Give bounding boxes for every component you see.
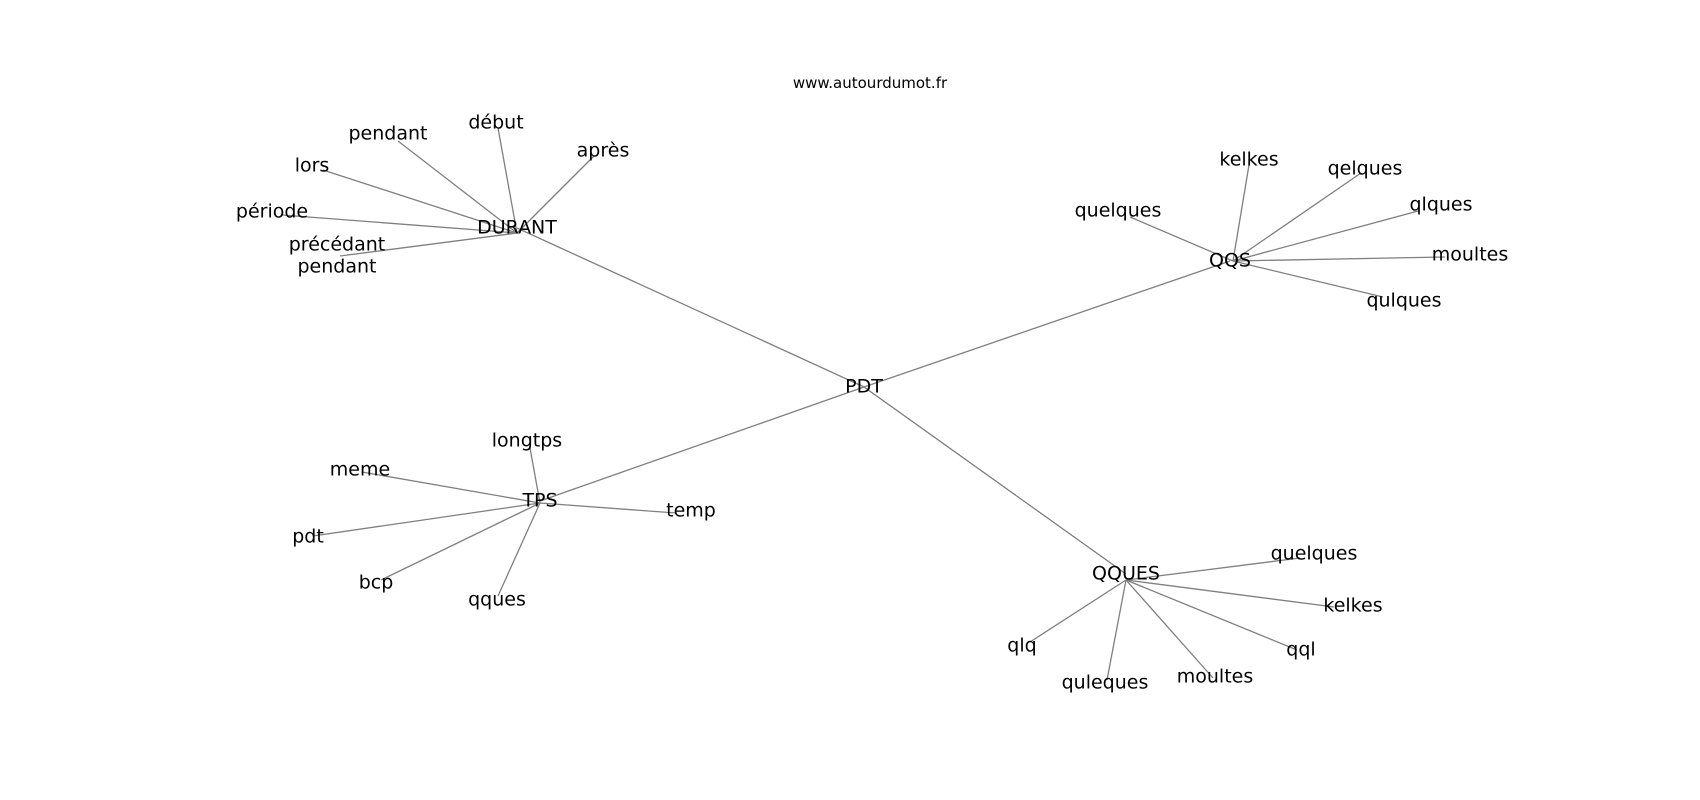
- edge-tps-tps_temp: [539, 502, 677, 514]
- edge-qques-qques_quleques: [1106, 579, 1127, 681]
- edge-qqs-qqs_quelques: [1129, 216, 1234, 262]
- node-label-qques_moultes: moultes: [1177, 666, 1254, 688]
- node-label-qqs_quelques: quelques: [1075, 200, 1162, 222]
- edge-durant-durant_lors: [322, 169, 518, 234]
- edge-qques-qques_qql: [1125, 579, 1298, 651]
- edge-tps-tps_qques: [497, 502, 541, 597]
- edge-tps-tps_bcp: [380, 502, 541, 581]
- node-label-center-pdt: PDT: [845, 376, 883, 398]
- node-label-qques_kelkes: kelkes: [1323, 595, 1382, 617]
- node-label-durant_precedant: précédant: [289, 234, 385, 256]
- node-label-qques_qlq: qlq: [1007, 635, 1036, 657]
- edge-qques-qques_quelques: [1125, 557, 1301, 581]
- node-label-durant_pendant: pendant: [349, 123, 428, 145]
- edge-durant-durant_apres: [516, 155, 595, 234]
- node-label-qqs_qlques: qlques: [1409, 194, 1472, 216]
- edge-qqs-qqs_moultes: [1232, 256, 1446, 262]
- edge-qqs-qqs_qelques: [1232, 172, 1362, 262]
- node-label-qques_qql: qql: [1286, 639, 1315, 661]
- node-label-tps_bcp: bcp: [359, 572, 394, 594]
- node-label-tps_qques: qques: [468, 589, 526, 611]
- edge-qqs-qqs_qulques: [1232, 260, 1384, 298]
- node-label-tps_longtps: longtps: [492, 430, 562, 452]
- node-label-tps_pdt: pdt: [292, 526, 324, 548]
- edge-qqs-qqs_kelkes: [1232, 164, 1250, 262]
- node-label-durant_precedant-line2: pendant: [298, 256, 377, 278]
- node-label-hub-tps: TPS: [521, 490, 557, 512]
- edge-durant-durant_pendant: [397, 140, 518, 234]
- node-label-hub-durant: DURANT: [477, 217, 557, 239]
- node-label-qques_quelques: quelques: [1271, 543, 1358, 565]
- node-label-qques_quleques: quleques: [1062, 672, 1149, 694]
- node-label-qqs_moultes: moultes: [1432, 244, 1509, 266]
- edge-pdt-durant: [516, 227, 865, 388]
- edge-durant-durant_debut: [497, 127, 518, 234]
- node-label-hub-qques: QQUES: [1092, 563, 1160, 585]
- edge-qqs-qqs_qlques: [1232, 210, 1419, 262]
- node-label-tps_temp: temp: [666, 500, 716, 522]
- edge-qques-qques_moultes: [1125, 579, 1214, 679]
- edge-qques-qques_kelkes: [1125, 579, 1335, 608]
- node-label-durant_lors: lors: [295, 155, 330, 177]
- edge-tps-tps_meme: [361, 471, 541, 504]
- node-label-hub-qqs: QQS: [1209, 250, 1251, 272]
- edge-durant-durant_periode: [281, 214, 518, 234]
- node-label-qqs_kelkes: kelkes: [1219, 149, 1278, 171]
- edge-tps-tps_longtps: [529, 447, 541, 504]
- edges-layer: [281, 127, 1446, 681]
- node-label-durant_periode: période: [236, 201, 308, 223]
- node-label-qqs_qelques: qelques: [1328, 158, 1403, 180]
- node-label-durant_debut: début: [468, 112, 523, 134]
- edge-pdt-tps: [539, 386, 865, 502]
- edge-qques-qques_qlq: [1029, 579, 1127, 643]
- edge-pdt-qqs: [863, 260, 1231, 388]
- node-label-tps_meme: meme: [330, 459, 390, 481]
- node-label-qqs_qulques: qulques: [1366, 290, 1441, 312]
- edge-tps-tps_pdt: [312, 502, 541, 537]
- edge-pdt-qques: [863, 386, 1127, 575]
- edge-durant-durant_precedant: [339, 232, 518, 257]
- watermark-text: www.autourdumot.fr: [793, 74, 948, 92]
- node-label-durant_apres: après: [577, 140, 630, 162]
- labels-layer: PDT DURANT pendant début après lors période pré…: [236, 112, 1508, 694]
